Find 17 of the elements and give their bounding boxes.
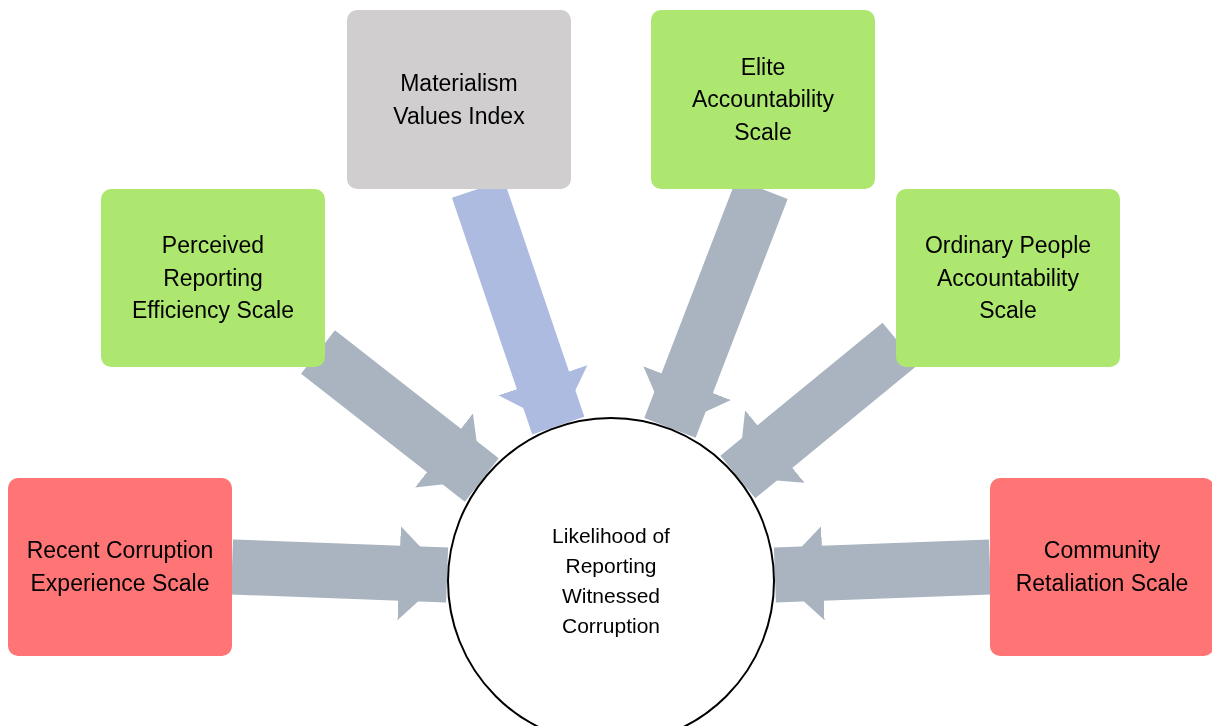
- node-label: Likelihood of Reporting Witnessed Corruption: [551, 523, 671, 639]
- node-label: Ordinary People Accountability Scale: [923, 231, 1093, 326]
- factor-box: [8, 478, 232, 656]
- factor-box: [896, 189, 1120, 367]
- node-label: Elite Accountability Scale: [691, 52, 835, 147]
- node-label: Perceived Reporting Efficiency Scale: [131, 231, 295, 326]
- block-arrow: [773, 526, 991, 621]
- factor-box: [347, 10, 571, 189]
- node-label: Recent Corruption Experience Scale: [25, 536, 215, 598]
- block-arrow: [301, 330, 499, 502]
- factor-box: [651, 10, 875, 189]
- node-label: Materialism Values Index: [392, 68, 526, 131]
- factor-box: [101, 189, 325, 367]
- node-label: Community Retaliation Scale: [1014, 536, 1190, 598]
- factor-box: [990, 478, 1212, 656]
- block-arrow: [720, 322, 918, 499]
- block-arrow: [231, 526, 449, 621]
